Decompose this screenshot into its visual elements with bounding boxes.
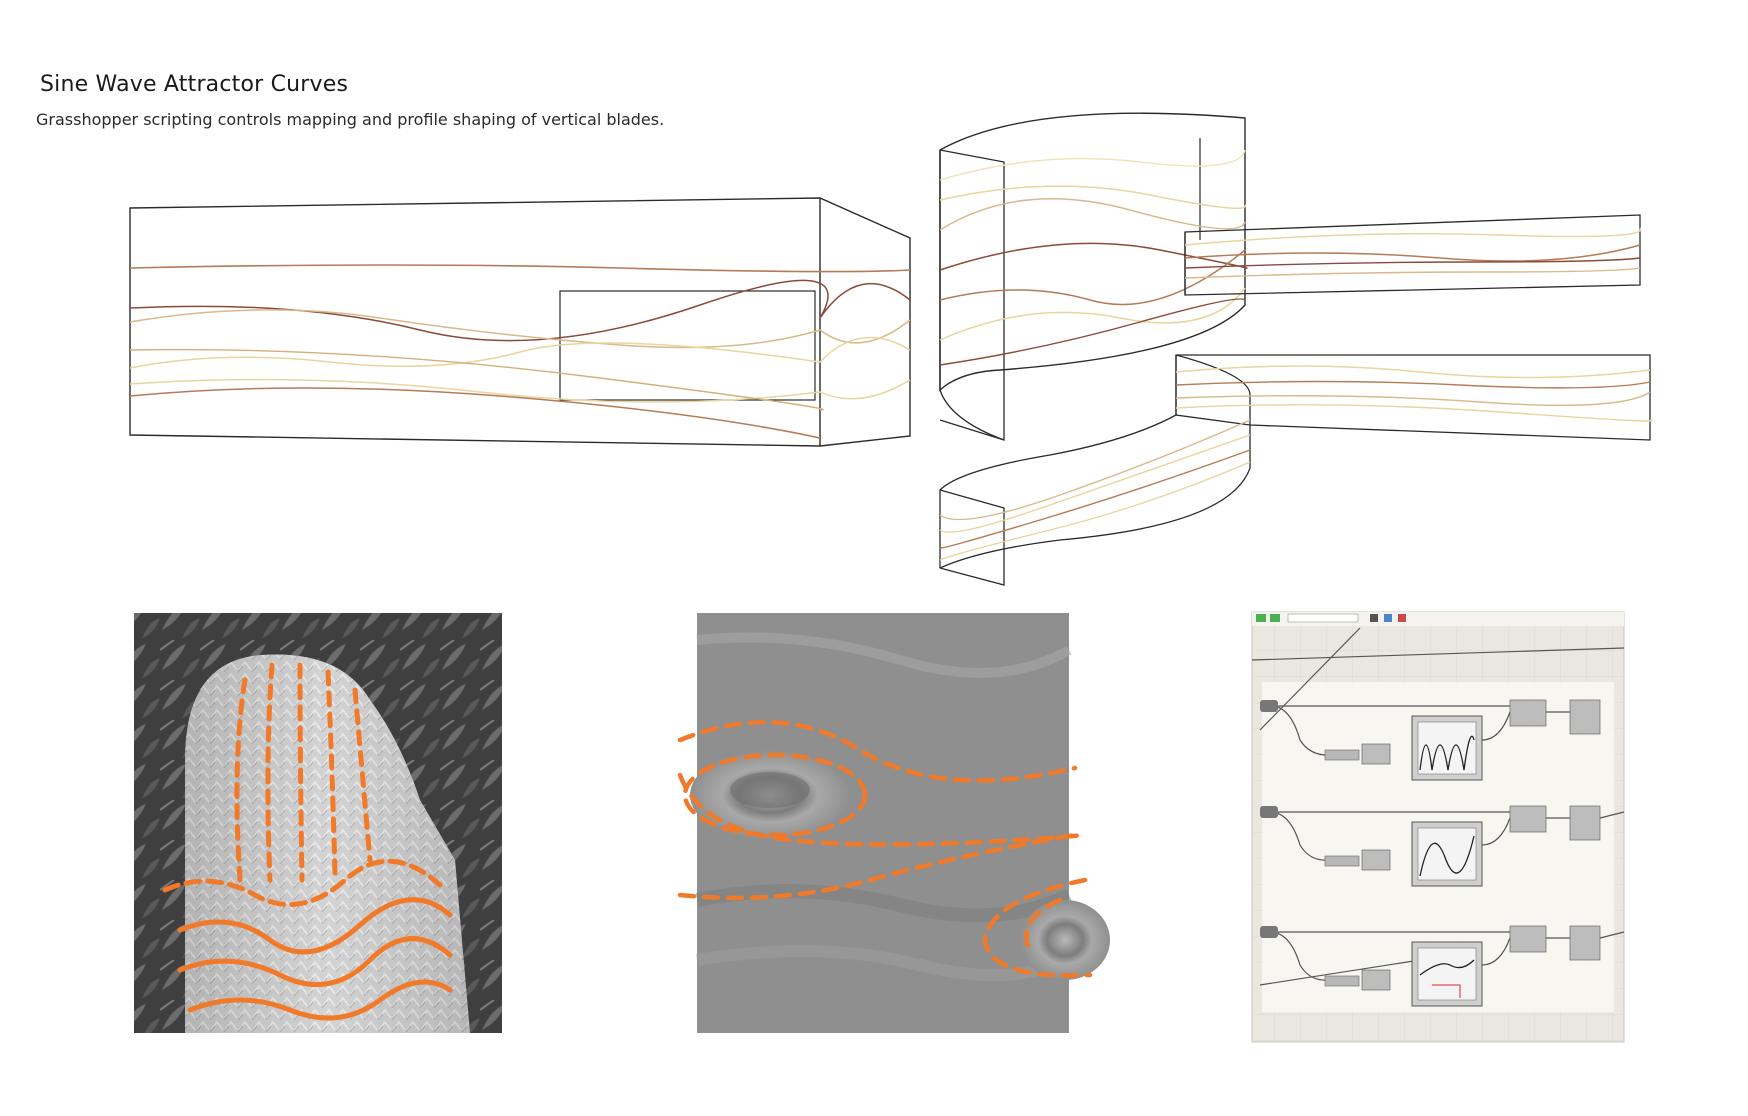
water-dashed-curves — [677, 719, 1093, 978]
function-icon[interactable] — [1361, 969, 1391, 991]
cactus-wave-lines — [162, 858, 453, 1021]
output-icon[interactable] — [1509, 925, 1547, 953]
water-ripple-panel — [677, 613, 1110, 1033]
gh-row-2 — [1260, 805, 1625, 887]
output-param-icon[interactable] — [1569, 699, 1601, 735]
cactus-vertical-dashes — [234, 662, 373, 883]
function-icon[interactable] — [1361, 849, 1391, 871]
toolbar — [1256, 613, 1406, 623]
upper-extended-strip — [1184, 214, 1642, 296]
number-slider[interactable] — [1324, 855, 1360, 867]
zoom-level-input[interactable] — [1287, 613, 1359, 623]
number-slider[interactable] — [1324, 749, 1360, 761]
rectangular-blade-strip — [129, 197, 911, 447]
number-slider[interactable] — [1324, 975, 1360, 987]
function-icon[interactable] — [1361, 743, 1391, 765]
output-icon[interactable] — [1509, 699, 1547, 727]
panel-icon[interactable] — [1256, 614, 1266, 622]
gh-row-1 — [1260, 699, 1601, 781]
gh-row-3 — [1259, 925, 1625, 1007]
page-title: Sine Wave Attractor Curves — [40, 72, 349, 97]
zoom-icon[interactable] — [1270, 614, 1280, 622]
page-subtitle: Grasshopper scripting controls mapping a… — [36, 110, 665, 129]
slider-icon[interactable] — [1260, 926, 1278, 938]
grasshopper-panel — [1251, 611, 1625, 1043]
cactus-photo-panel — [134, 613, 502, 1033]
lower-curved-strip — [939, 354, 1653, 586]
output-param-icon[interactable] — [1569, 805, 1601, 841]
curved-blade-shell — [939, 112, 1248, 441]
toggle-icon[interactable] — [1370, 614, 1378, 622]
slider-icon[interactable] — [1260, 700, 1278, 712]
bake-icon[interactable] — [1398, 614, 1406, 622]
output-param-icon[interactable] — [1569, 925, 1601, 961]
output-icon[interactable] — [1509, 805, 1547, 833]
preview-icon[interactable] — [1384, 614, 1392, 622]
slider-icon[interactable] — [1260, 806, 1278, 818]
